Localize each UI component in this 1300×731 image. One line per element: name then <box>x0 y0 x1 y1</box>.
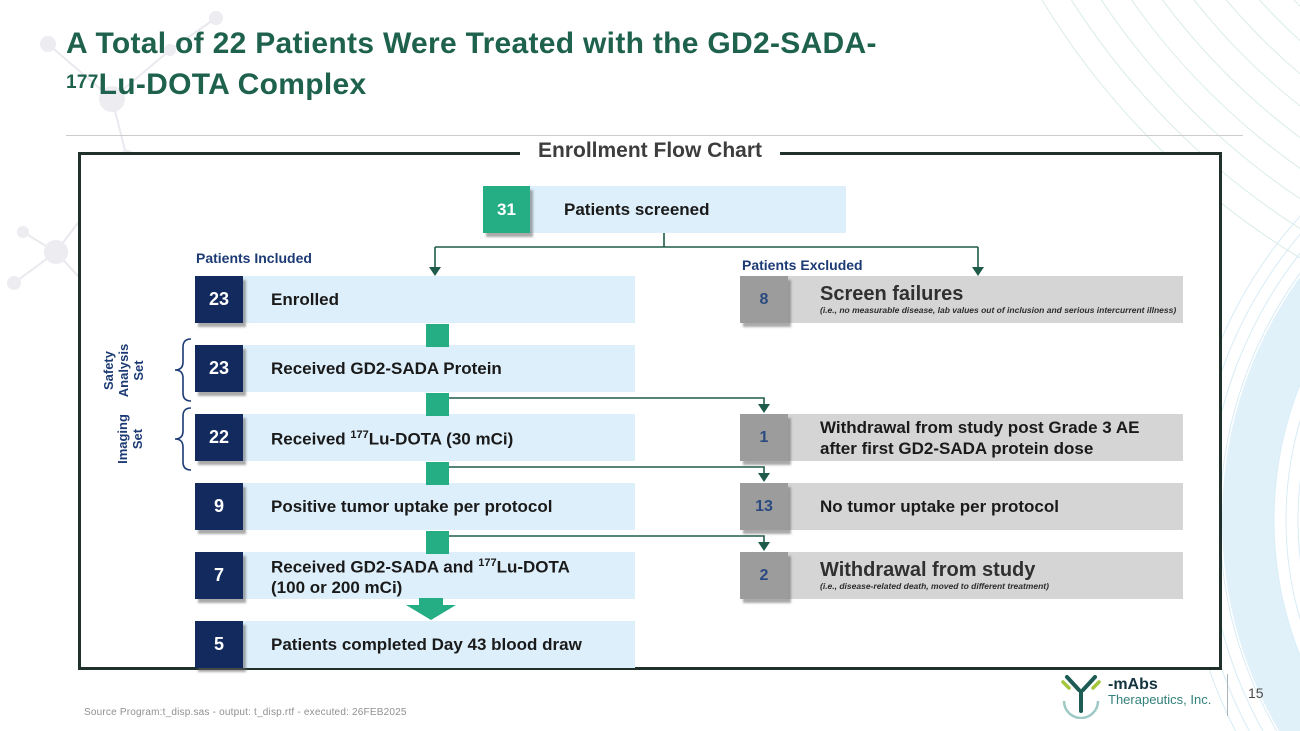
included-label-gd2sada: Received GD2-SADA Protein <box>271 359 502 378</box>
safety-analysis-set-label: Safety Analysis Set <box>101 343 147 397</box>
excluded-bar-withdrawal-ae: Withdrawal from study post Grade 3 AE af… <box>788 414 1183 461</box>
included-bar-uptake: Positive tumor uptake per protocol <box>243 483 635 530</box>
company-logo: -mAbs Therapeutics, Inc. <box>1058 671 1211 719</box>
screened-count: 31 <box>483 186 530 233</box>
excluded-note-withdrawal: (i.e., disease-related death, moved to d… <box>820 581 1049 591</box>
included-bar-enrolled: Enrolled <box>243 276 635 323</box>
included-header: Patients Included <box>196 250 312 266</box>
ymabs-antibody-icon <box>1061 675 1101 719</box>
included-count-treated: 7 <box>195 552 243 599</box>
title-divider <box>66 135 1243 136</box>
excluded-bar-screenfail: Screen failures (i.e., no measurable dis… <box>788 276 1183 323</box>
flow-connector-square <box>426 462 449 485</box>
included-count-uptake: 9 <box>195 483 243 530</box>
flow-connector-square <box>426 531 449 554</box>
excluded-note-screenfail: (i.e., no measurable disease, lab values… <box>820 305 1177 315</box>
included-label-enrolled: Enrolled <box>271 290 340 309</box>
title-line1: A Total of 22 Patients Were Treated with… <box>66 27 877 60</box>
included-label-ludota: Received 177Lu-DOTA (30 mCi) <box>271 429 514 449</box>
imaging-set-label: Imaging Set <box>115 414 145 464</box>
included-label-completed: Patients completed Day 43 blood draw <box>271 635 582 654</box>
excluded-label-withdrawal: Withdrawal from study <box>820 559 1036 581</box>
excluded-count-nouptake: 13 <box>740 483 788 530</box>
included-bar-treated: Received GD2-SADA and 177Lu-DOTA (100 or… <box>243 552 635 599</box>
flow-connector-square <box>426 324 449 347</box>
isotope-superscript: 177 <box>350 429 369 442</box>
title-line2: Lu-DOTA Complex <box>98 68 367 101</box>
title-superscript: 177 <box>66 72 99 93</box>
flow-chart-title: Enrollment Flow Chart <box>519 139 781 163</box>
page-number: 15 <box>1248 685 1264 701</box>
flow-connector-square <box>426 393 449 416</box>
excluded-count-withdrawal-ae: 1 <box>740 414 788 461</box>
included-count-gd2sada: 23 <box>195 345 243 392</box>
isotope-superscript: 177 <box>478 556 497 569</box>
included-count-completed: 5 <box>195 621 243 668</box>
included-count-enrolled: 23 <box>195 276 243 323</box>
excluded-header: Patients Excluded <box>742 257 863 273</box>
included-label-uptake: Positive tumor uptake per protocol <box>271 497 553 516</box>
footer-divider <box>1227 674 1228 716</box>
included-label-treated-line2: (100 or 200 mCi) <box>271 578 403 598</box>
included-count-ludota: 22 <box>195 414 243 461</box>
included-bar-completed: Patients completed Day 43 blood draw <box>243 621 635 668</box>
logo-name: -mAbs <box>1108 676 1158 693</box>
excluded-count-screenfail: 8 <box>740 276 788 323</box>
excluded-label-screenfail: Screen failures <box>820 283 964 305</box>
source-note: Source Program:t_disp.sas - output: t_di… <box>84 707 407 718</box>
included-label-treated: Received GD2-SADA and 177Lu-DOTA <box>271 556 570 577</box>
screened-bar: Patients screened <box>530 186 846 233</box>
screened-label: Patients screened <box>564 200 710 219</box>
logo-subname: Therapeutics, Inc. <box>1108 692 1212 707</box>
excluded-label-nouptake: No tumor uptake per protocol <box>820 497 1059 516</box>
excluded-bar-nouptake: No tumor uptake per protocol <box>788 483 1183 530</box>
excluded-bar-withdrawal: Withdrawal from study (i.e., disease-rel… <box>788 552 1183 599</box>
excluded-count-withdrawal: 2 <box>740 552 788 599</box>
page-title: A Total of 22 Patients Were Treated with… <box>66 24 1116 104</box>
included-bar-ludota: Received 177Lu-DOTA (30 mCi) <box>243 414 635 461</box>
included-bar-gd2sada: Received GD2-SADA Protein <box>243 345 635 392</box>
excluded-label-withdrawal-ae: Withdrawal from study post Grade 3 AE af… <box>820 417 1140 458</box>
